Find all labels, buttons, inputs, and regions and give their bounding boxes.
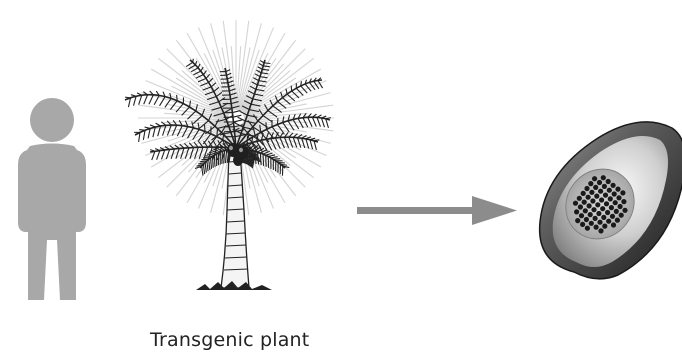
person-silhouette-icon [18, 98, 86, 300]
right-arrow-icon [357, 196, 517, 225]
diagram-caption: Transgenic plant [150, 329, 380, 351]
papaya-fruit-icon [540, 122, 682, 279]
